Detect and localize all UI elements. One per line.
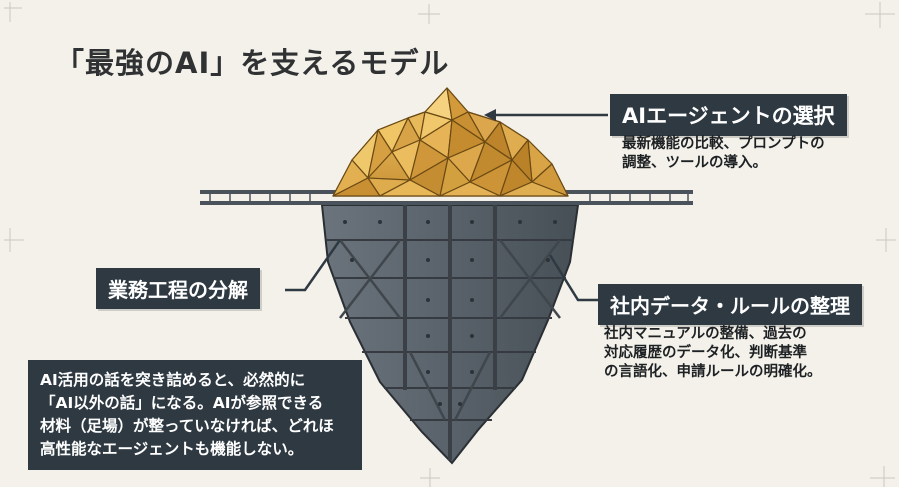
agent-label: AIエージェントの選択 bbox=[610, 94, 847, 136]
process-connector bbox=[285, 239, 342, 292]
iceberg-tip-gold bbox=[332, 87, 569, 197]
data-desc-line-2: 対応履歴のデータ化、判断基準 bbox=[604, 345, 807, 361]
agent-arrowhead bbox=[484, 109, 496, 121]
agent-description: 最新機能の比較、プロンプトの 調整、ツールの導入。 bbox=[622, 135, 825, 173]
note-line-3: 材料（足場）が整っていなければ、どれほ bbox=[40, 417, 334, 435]
data-description: 社内マニュアルの整備、過去の 対応履歴のデータ化、判断基準 の言語化、申請ルール… bbox=[604, 325, 822, 382]
process-label: 業務工程の分解 bbox=[96, 268, 260, 309]
page-title: 「最強のAI」を支えるモデル bbox=[55, 46, 450, 80]
corner-marks bbox=[4, 2, 896, 487]
note-line-1: AI活用の話を突き詰めると、必然的に bbox=[40, 371, 306, 389]
iceberg-underwater-steel bbox=[320, 204, 580, 465]
data-connector bbox=[548, 254, 598, 302]
connector-lines bbox=[285, 109, 608, 302]
data-label: 社内データ・ルールの整理 bbox=[598, 284, 862, 325]
note-line-2: 「AI以外の話」になる。AIが参照できる bbox=[40, 394, 324, 412]
note-line-4: 高性能なエージェントも機能しない。 bbox=[40, 440, 304, 458]
agent-desc-line-1: 最新機能の比較、プロンプトの bbox=[622, 136, 825, 152]
data-desc-line-3: の言語化、申請ルールの明確化。 bbox=[604, 364, 822, 380]
agent-desc-line-2: 調整、ツールの導入。 bbox=[622, 155, 767, 171]
summary-note: AI活用の話を突き詰めると、必然的に 「AI以外の話」になる。AIが参照できる … bbox=[28, 360, 362, 470]
data-desc-line-1: 社内マニュアルの整備、過去の bbox=[604, 326, 807, 342]
